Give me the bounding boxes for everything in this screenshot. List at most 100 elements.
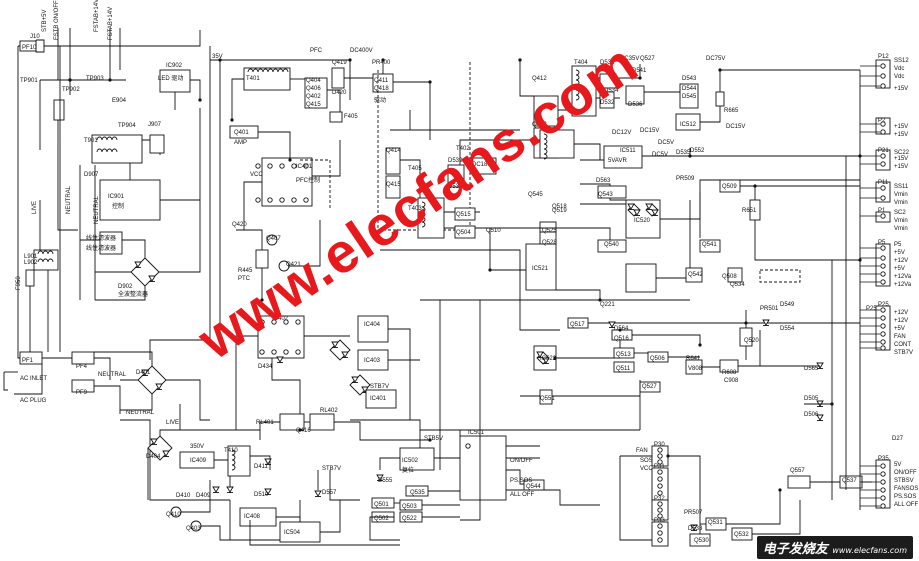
pin-symbol	[657, 523, 663, 529]
component-label: STB+5V	[42, 9, 48, 32]
component-label: Q506	[650, 356, 665, 362]
connector-pin	[880, 339, 886, 345]
diode-symbol	[351, 376, 359, 383]
component-label: NEUTRAL	[66, 185, 72, 214]
component-label: IC401	[296, 164, 313, 170]
connector-pin	[880, 263, 886, 269]
diode-d557	[314, 490, 322, 497]
component-label: SOS	[640, 458, 653, 464]
wire	[120, 394, 153, 411]
pin-symbol	[279, 163, 285, 169]
connector-pin	[880, 323, 886, 329]
component-label: 驱动	[374, 97, 386, 104]
component-label: DC12V	[612, 130, 631, 136]
connector-block	[875, 181, 891, 203]
component-label: Q516	[614, 336, 629, 342]
junction-dot	[618, 328, 622, 332]
wire	[190, 79, 201, 100]
inductor-coil	[37, 250, 54, 255]
component-label: Q511	[616, 366, 631, 372]
q544-box	[523, 479, 545, 491]
component-label: Q532	[734, 532, 749, 538]
diode-d533	[690, 524, 698, 531]
component-label: FAN	[894, 334, 906, 340]
q415-box	[385, 175, 401, 199]
component-label: 线性滤波器	[86, 244, 116, 252]
component-label: D563	[596, 178, 611, 184]
component-label: D410	[176, 493, 191, 499]
ic-q544-box	[625, 263, 657, 293]
component-label: D544	[682, 86, 697, 92]
wire	[258, 131, 291, 160]
wire	[149, 46, 211, 360]
diode-symbol	[361, 386, 369, 393]
component-label: IC502	[402, 458, 419, 464]
component-label: +12Va	[894, 282, 912, 288]
component-label: SS12	[894, 58, 909, 64]
component-label: CONT	[894, 342, 911, 348]
wire	[668, 455, 701, 540]
dashed-box	[759, 269, 801, 283]
component-label: Q534	[730, 282, 745, 288]
component-label: Q501	[374, 502, 389, 508]
component-label: DC5V	[658, 140, 674, 146]
pin-symbol	[657, 459, 663, 465]
pin-symbol	[657, 476, 663, 482]
filter-box-2	[99, 231, 123, 255]
pin-symbol	[657, 453, 663, 459]
component-label: Q537	[842, 478, 857, 484]
connector-pin	[880, 331, 886, 337]
dc180-box	[471, 157, 497, 175]
component-label: P35	[878, 456, 889, 462]
r665	[715, 91, 725, 107]
pin-symbol	[303, 197, 309, 203]
junction-dot	[598, 298, 602, 302]
component-label: D549	[780, 302, 795, 308]
component-label: PF4	[76, 364, 88, 370]
component-label: P12	[878, 54, 889, 60]
component-label: Q510	[486, 228, 501, 234]
component-label: 全波整流器	[118, 290, 148, 298]
component-label: FANSOS	[894, 486, 918, 492]
component-label: Q410	[166, 512, 181, 518]
wire	[243, 181, 262, 230]
component-label: R445	[238, 268, 253, 274]
connector-pin	[880, 121, 886, 127]
component-label: D401	[136, 370, 151, 376]
junction-dot	[230, 118, 234, 122]
q504-box	[454, 225, 476, 239]
t410-box	[227, 445, 251, 477]
component-label: Vmin	[894, 192, 908, 198]
component-label: PTC	[238, 276, 251, 282]
component-label: IC504	[284, 530, 301, 536]
wire	[752, 500, 801, 535]
diode-d554	[762, 319, 770, 326]
f405-box	[329, 111, 343, 123]
wire	[235, 335, 258, 430]
component-label: Q551	[540, 396, 555, 402]
component-label: D539	[448, 158, 463, 164]
wire	[14, 364, 43, 395]
component-label: IC401	[370, 396, 387, 402]
component-label: Vdc	[894, 74, 904, 80]
pin-symbol	[657, 530, 663, 536]
component-label: P25	[878, 302, 889, 308]
component-label: P21	[878, 148, 889, 154]
component-label: R608	[722, 370, 737, 376]
component-label: Q513	[616, 352, 631, 358]
diode-symbol	[633, 209, 641, 216]
component-label: T402	[456, 146, 470, 152]
wire	[490, 227, 611, 242]
component-label: Q545	[528, 192, 543, 198]
wire	[3, 372, 8, 391]
component-label: D554	[780, 326, 795, 332]
component-label: Q542	[688, 272, 703, 278]
inductor-coil	[543, 133, 548, 160]
component-label: DC75V	[706, 56, 725, 62]
component-label: +12V	[894, 318, 908, 324]
diode-symbol	[536, 351, 544, 358]
wire	[369, 516, 400, 541]
component-label: Q415	[306, 102, 321, 108]
component-label: Q540	[604, 242, 619, 248]
connector-pin	[880, 73, 886, 79]
